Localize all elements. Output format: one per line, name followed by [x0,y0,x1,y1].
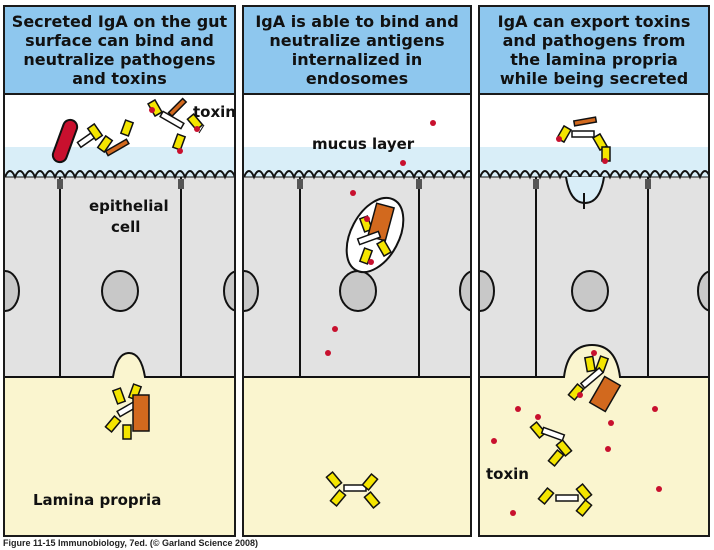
iga-dimer-lamina [325,471,381,509]
epithelial-label: epithelial [89,197,169,215]
toxin-dot [364,216,370,222]
panel-2-illustration [244,95,470,535]
toxin-dot [656,486,662,492]
iga-dimer-surface [76,119,135,157]
nucleus-left [480,270,495,312]
cell-label: cell [111,218,141,236]
toxin-dot [430,120,436,126]
toxin-label: toxin [193,103,236,121]
panel-2-header: IgA is able to bind and neutralize antig… [244,7,470,95]
toxin-dot [149,107,155,113]
toxin-dot [602,158,608,164]
panel-3: IgA can export toxins and pathogens from… [478,5,710,537]
iga-dimer-toxin [147,97,204,151]
toxin-dot [608,420,614,426]
iga-monomer-lamina-1 [529,421,573,467]
panel-2: IgA is able to bind and neutralize antig… [242,5,472,537]
toxin-dot [577,392,583,398]
toxin-dot [591,350,597,356]
iga-dimer-transcytosis [567,355,622,413]
toxin-dot [332,326,338,332]
nucleus-right [697,270,708,312]
panel-1-header: Secreted IgA on the gut surface can bind… [5,7,234,95]
mucus-layer-label: mucus layer [312,135,415,153]
lamina-propria-label: Lamina propria [33,491,162,509]
toxin-dot [535,414,541,420]
iga-dimer-lamina [104,383,150,440]
panel-1-illustration [5,95,234,535]
nucleus-left [5,270,20,312]
toxin-dot [605,446,611,452]
iga-dimer-endosome [356,202,396,265]
panel-3-illustration [480,95,708,535]
panel-1-title: Secreted IgA on the gut surface can bind… [11,12,228,88]
nucleus-left [244,270,259,312]
nucleus-right [459,270,470,312]
toxin-dot [177,148,183,154]
panel-3-header: IgA can export toxins and pathogens from… [480,7,708,95]
toxin-dot [368,259,374,265]
toxin-dot [515,406,521,412]
microvilli-border [244,170,470,180]
toxin-label: toxin [486,465,529,483]
toxin-dot [510,510,516,516]
bacterium [51,118,79,164]
toxin-dot [400,160,406,166]
toxin-dot [556,136,562,142]
toxin-dot [194,126,200,132]
toxin-dot [350,190,356,196]
toxin-pointer [198,124,205,134]
figure-caption: Figure 11-15 Immunobiology, 7ed. (© Garl… [3,538,259,548]
iga-monomer-lamina-2 [537,483,593,517]
nucleus-right [223,270,234,312]
panel-2-title: IgA is able to bind and neutralize antig… [255,12,459,88]
toxin-dot [325,350,331,356]
nucleus [101,270,139,312]
panel-1: Secreted IgA on the gut surface can bind… [3,5,236,537]
nucleus [571,270,609,312]
toxin-dot [491,438,497,444]
toxin-dot [652,406,658,412]
panel-3-title: IgA can export toxins and pathogens from… [497,12,691,88]
nucleus [339,270,377,312]
